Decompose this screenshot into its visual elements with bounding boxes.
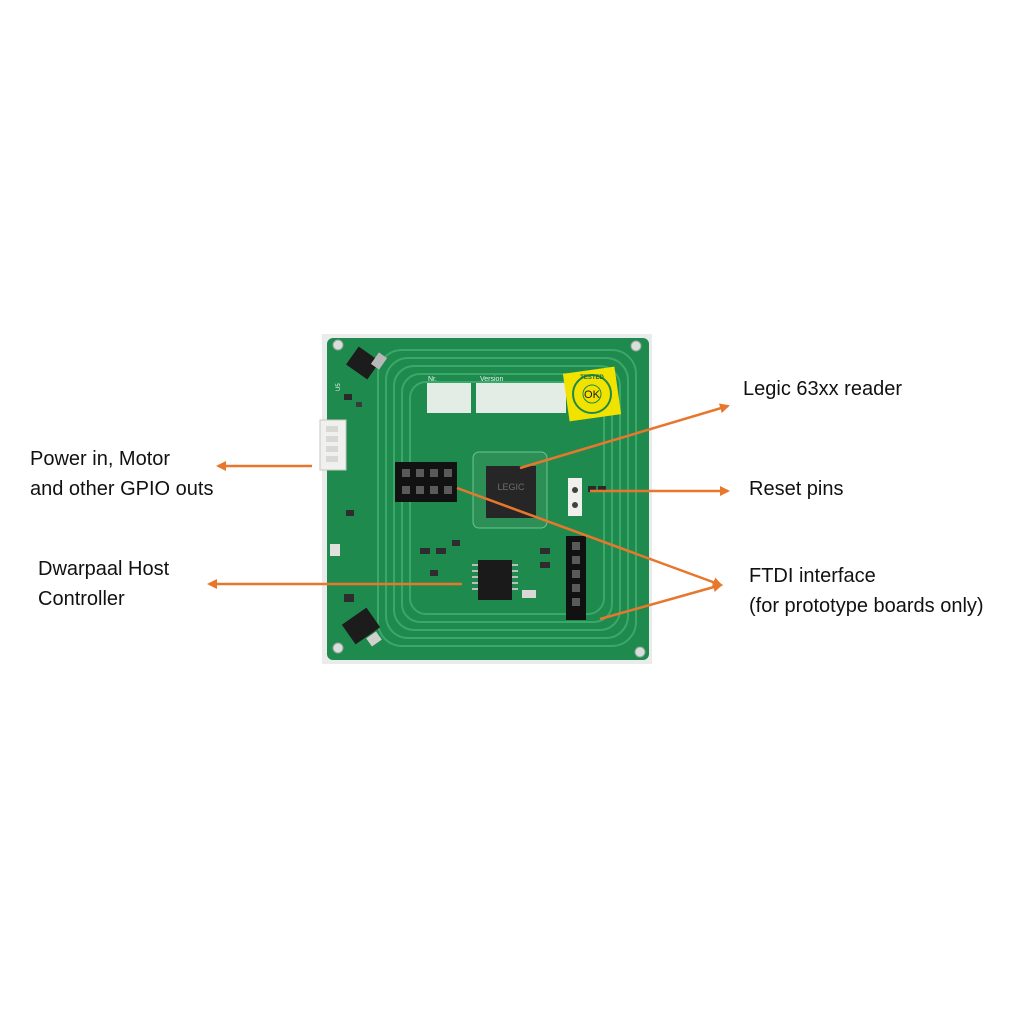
- annotation-arrows: [207, 403, 730, 621]
- annotation-ftdi-line2: (for prototype boards only): [749, 595, 984, 617]
- annotation-power-line2: and other GPIO outs: [30, 478, 214, 500]
- annotation-ftdi-line1: FTDI interface: [749, 565, 876, 587]
- annotation-ftdi: FTDI interface (for prototype boards onl…: [749, 561, 984, 621]
- silkscreen-version-label: Version: [480, 376, 503, 383]
- legic-reader-module: LEGIC: [472, 451, 548, 529]
- annotation-reset-line1: Reset pins: [749, 478, 844, 500]
- reset-pin-cluster: [568, 478, 606, 516]
- tested-sticker: TESTED OK: [562, 366, 622, 422]
- ftdi-vertical-header: [566, 536, 586, 620]
- smd-components: [330, 510, 550, 602]
- annotation-host-line2: Controller: [38, 588, 125, 610]
- annotation-legic: Legic 63xx reader: [743, 374, 902, 404]
- arrow-legic: [519, 403, 730, 470]
- sticker-ok-text: OK: [584, 389, 601, 401]
- voltage-regulator-top: [346, 346, 388, 380]
- power-connector: [319, 419, 347, 471]
- serial-number-field: [427, 383, 471, 413]
- silkscreen-nr-label: Nr.: [428, 376, 437, 383]
- annotation-legic-line1: Legic 63xx reader: [743, 378, 902, 400]
- smd-cap-1: [344, 394, 352, 400]
- silkscreen-u5-label: U5: [336, 383, 342, 391]
- legic-chip-marking: LEGIC: [497, 482, 525, 492]
- annotation-host: Dwarpaal Host Controller: [38, 554, 169, 614]
- annotation-power: Power in, Motor and other GPIO outs: [30, 444, 213, 504]
- annotation-reset: Reset pins: [749, 474, 844, 504]
- version-field: [476, 383, 566, 413]
- annotation-host-line1: Dwarpaal Host: [38, 558, 170, 580]
- sticker-tested-text: TESTED: [580, 375, 604, 381]
- arrow-ftdi-header: [456, 486, 723, 587]
- smd-cap-2: [356, 402, 362, 407]
- voltage-regulator-bottom: [341, 607, 382, 647]
- mounting-holes: [332, 339, 646, 658]
- arrow-ftdi-vertical: [599, 582, 723, 621]
- ftdi-pin-header: [395, 462, 457, 502]
- annotation-power-line1: Power in, Motor: [30, 448, 171, 470]
- host-controller-chip: [472, 560, 536, 600]
